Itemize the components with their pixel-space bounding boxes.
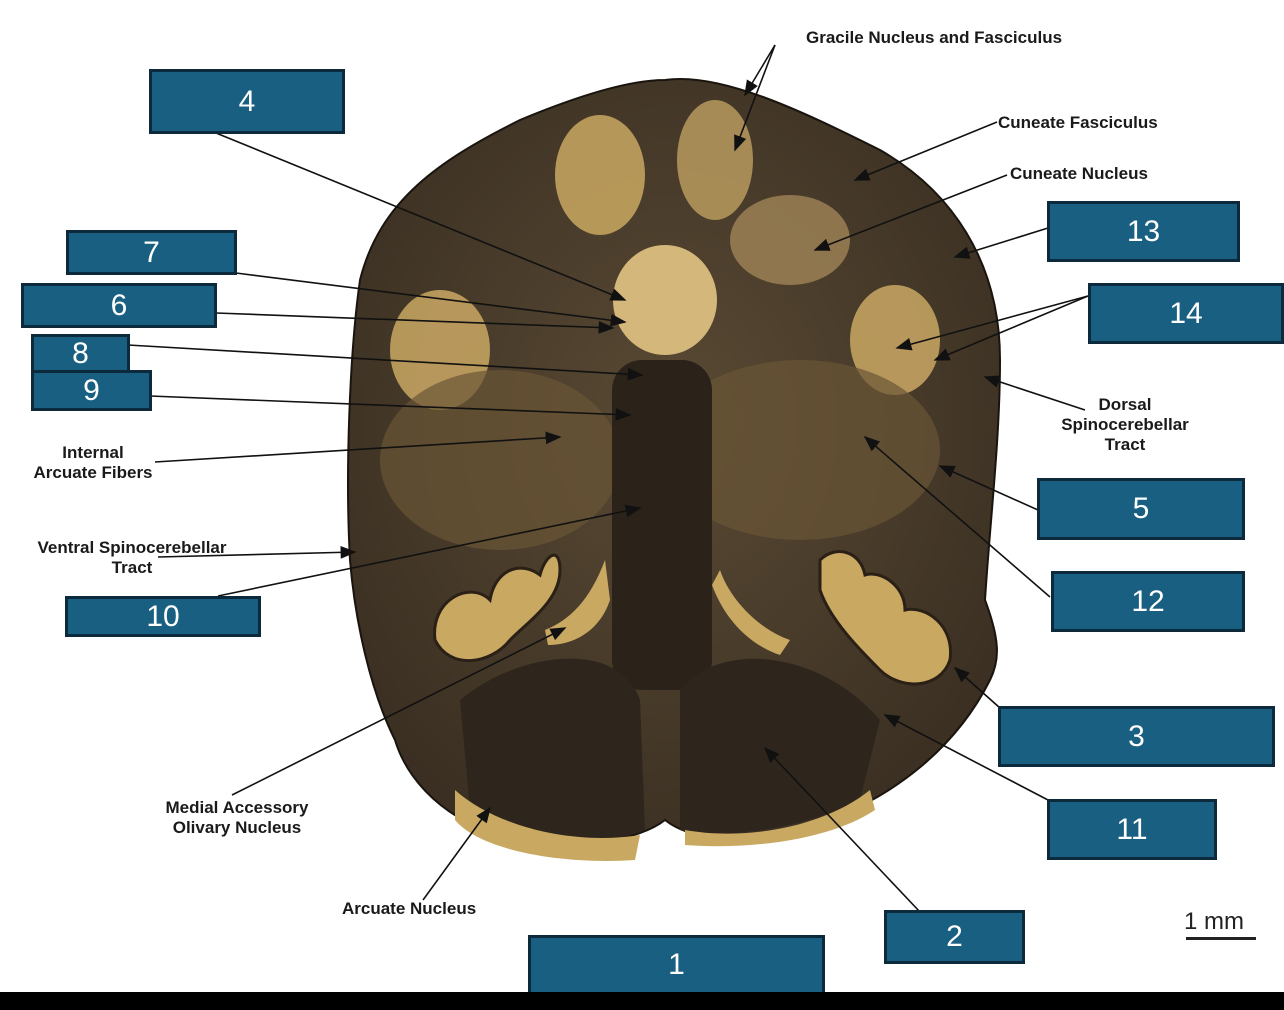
label-line: Internal (62, 443, 124, 462)
label-internal-arcuate-fibers: Internal Arcuate Fibers (18, 443, 168, 483)
label-medial-accessory-olivary-nucleus: Medial Accessory Olivary Nucleus (148, 798, 326, 838)
scale-bar (1186, 937, 1256, 940)
label-gracile-nucleus-fasciculus: Gracile Nucleus and Fasciculus (806, 28, 1063, 47)
label-line: Arcuate Fibers (33, 463, 153, 482)
bottom-black-bar (0, 992, 1284, 1010)
inferior-olive-left (433, 553, 562, 663)
answer-box-7[interactable]: 7 (66, 230, 237, 275)
label-line: Medial Accessory (165, 798, 309, 817)
answer-box-9[interactable]: 9 (31, 370, 152, 411)
answer-box-6[interactable]: 6 (21, 283, 217, 328)
label-line: Olivary Nucleus (172, 818, 302, 837)
label-line: Ventral Spinocerebellar (37, 538, 227, 557)
label-line: Spinocerebellar (1061, 415, 1189, 434)
label-cuneate-nucleus: Cuneate Nucleus (1010, 164, 1148, 183)
inferior-olive-right (818, 550, 952, 686)
label-ventral-spinocerebellar-tract: Ventral Spinocerebellar Tract (12, 538, 252, 578)
answer-box-3[interactable]: 3 (998, 706, 1275, 767)
label-line: Tract (1104, 435, 1146, 454)
answer-box-2[interactable]: 2 (884, 910, 1025, 964)
answer-box-11[interactable]: 11 (1047, 799, 1217, 860)
answer-box-5[interactable]: 5 (1037, 478, 1245, 540)
answer-box-12[interactable]: 12 (1051, 571, 1245, 632)
answer-box-13[interactable]: 13 (1047, 201, 1240, 262)
answer-box-1[interactable]: 1 (528, 935, 825, 995)
answer-box-4[interactable]: 4 (149, 69, 345, 134)
answer-box-14[interactable]: 14 (1088, 283, 1284, 344)
answer-box-10[interactable]: 10 (65, 596, 261, 637)
label-line: Tract (111, 558, 153, 577)
scale-bar-label: 1 mm (1184, 908, 1244, 935)
label-cuneate-fasciculus: Cuneate Fasciculus (998, 113, 1158, 132)
label-dorsal-spinocerebellar-tract: Dorsal Spinocerebellar Tract (1045, 395, 1205, 455)
label-arcuate-nucleus: Arcuate Nucleus (342, 899, 477, 918)
label-line: Dorsal (1098, 395, 1152, 414)
answer-box-8[interactable]: 8 (31, 334, 130, 374)
